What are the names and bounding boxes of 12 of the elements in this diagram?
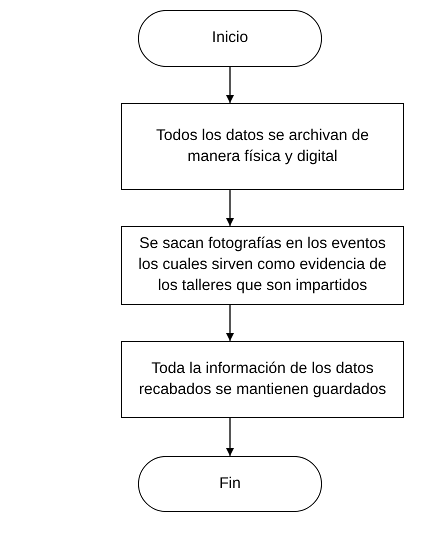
node-text: Fin [219, 474, 241, 494]
node-text: Toda la información de los datos recabados se mantienen guardados [138, 358, 388, 400]
arrow [226, 305, 234, 341]
arrow [226, 418, 234, 456]
node-text: Se sacan fotografías en los eventos los cuales sirven como evidencia de los talleres que son impartidos [137, 234, 388, 296]
arrow [226, 67, 234, 103]
process-box [121, 103, 404, 190]
node-text: Inicio [212, 28, 248, 48]
process-box [121, 226, 404, 305]
node-text: Todos los datos se archivan de manera física y digital [155, 126, 370, 166]
arrow [226, 190, 234, 226]
process-box [121, 341, 404, 418]
